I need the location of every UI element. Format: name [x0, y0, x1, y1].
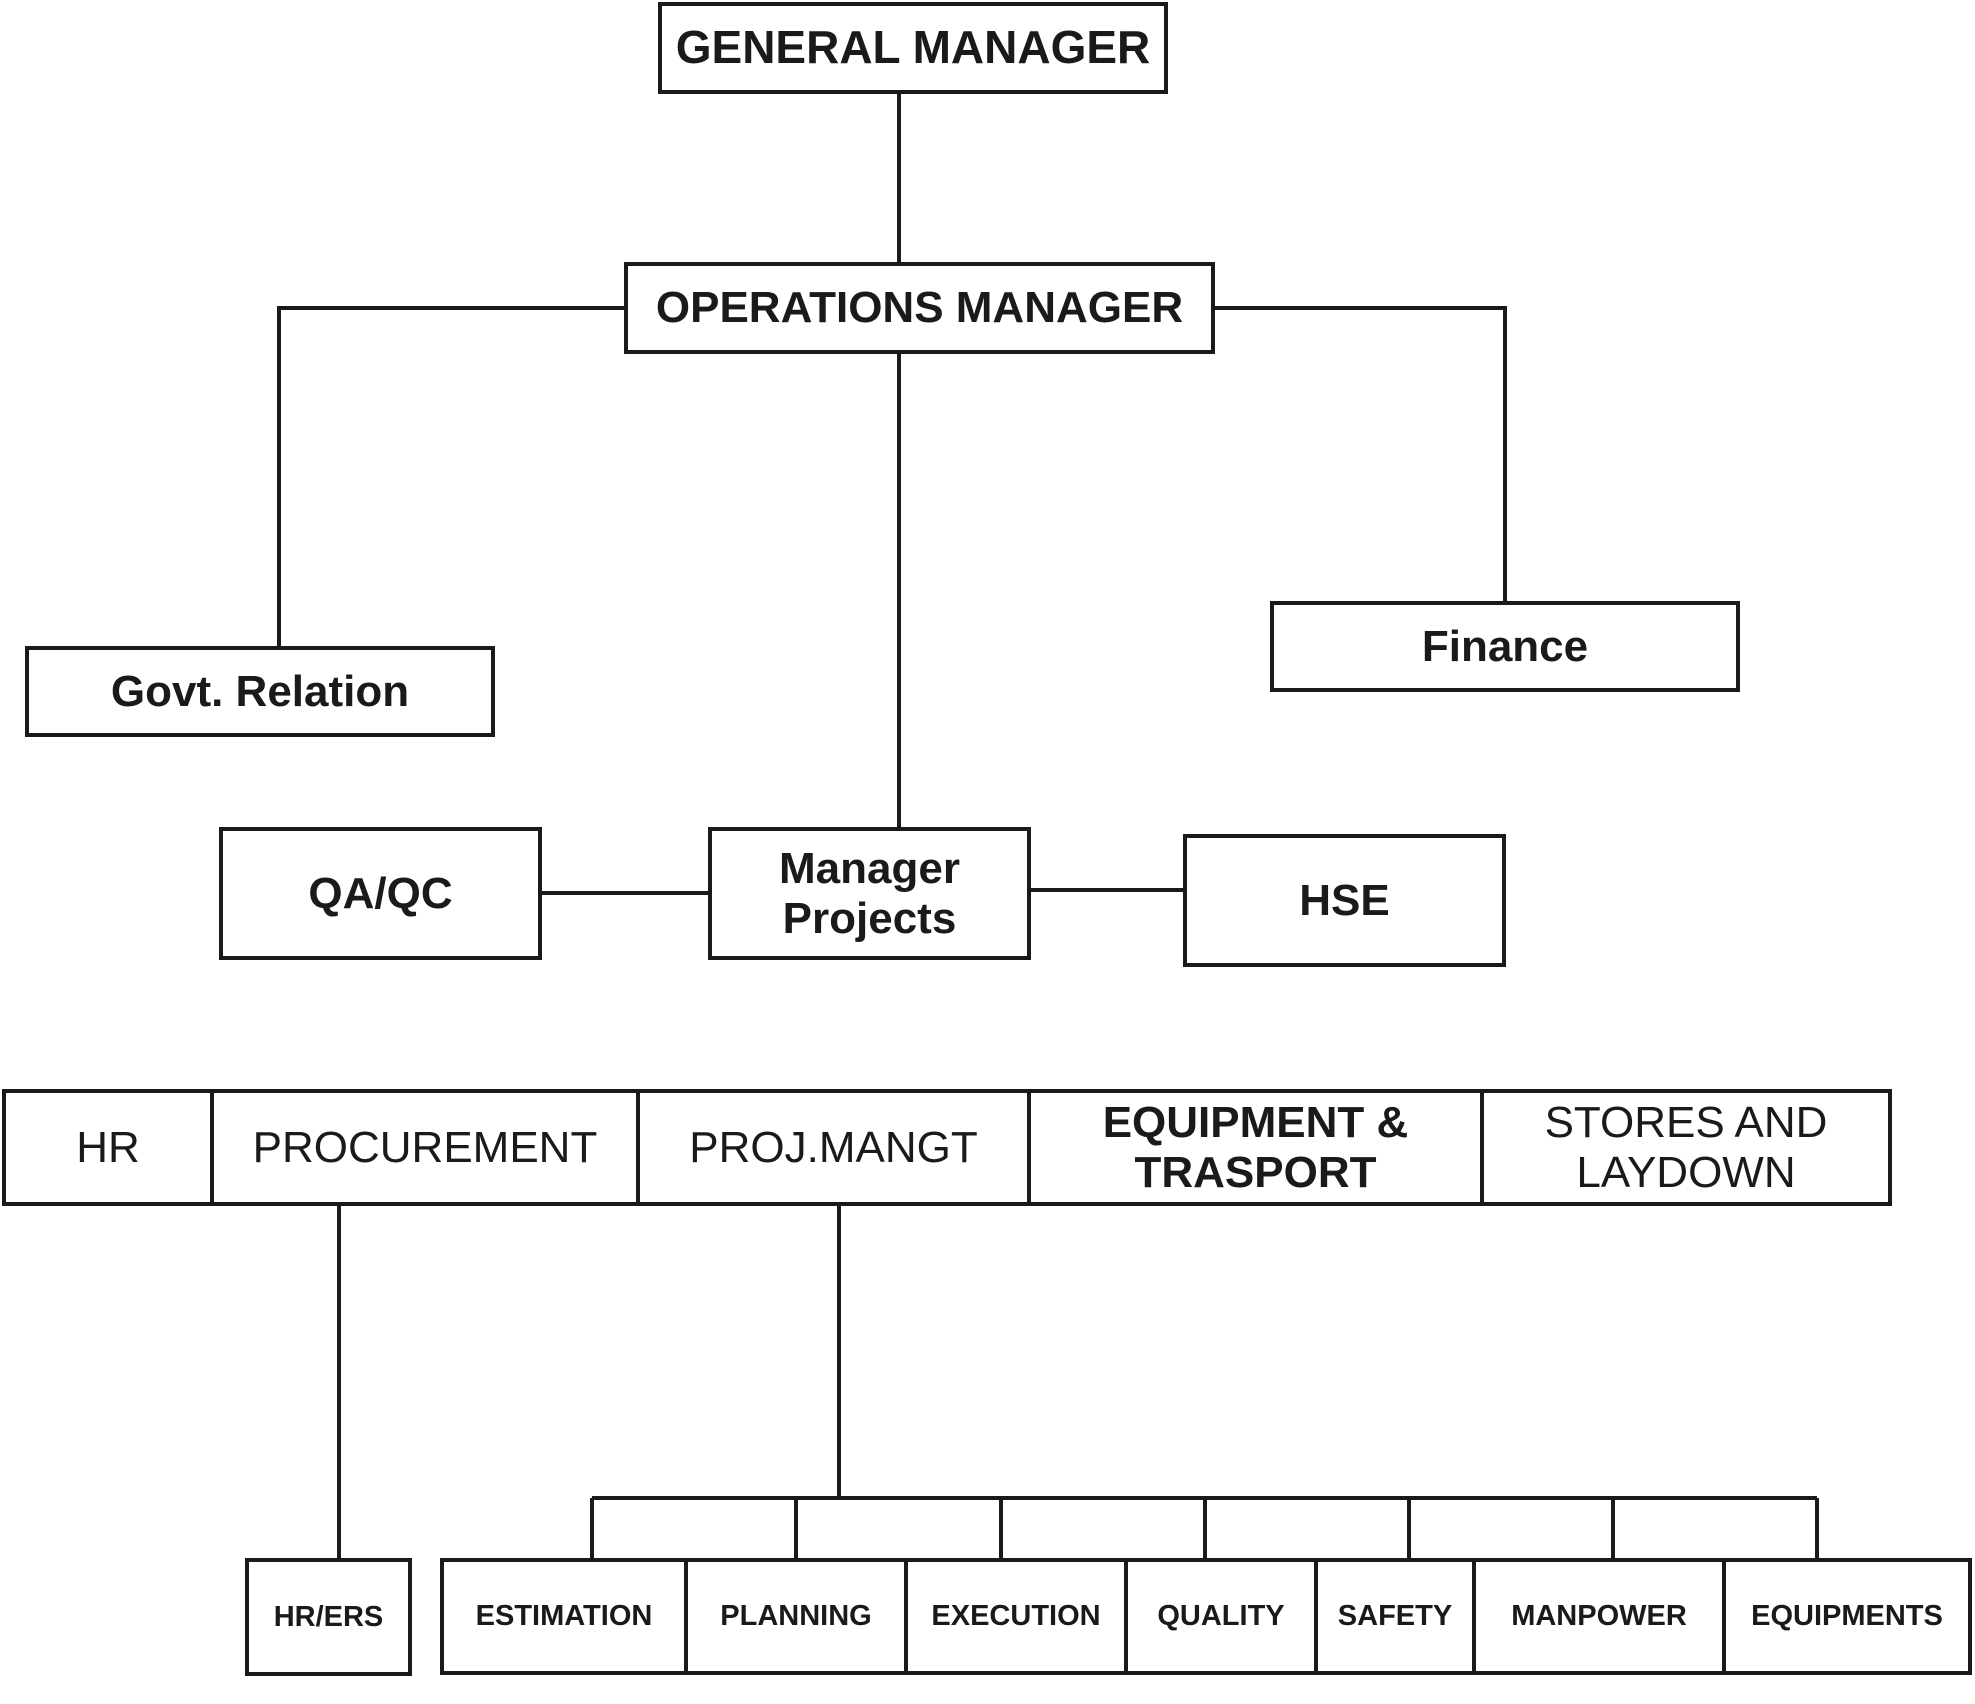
sub-unit-equipments-label: EQUIPMENTS [1751, 1600, 1943, 1633]
general-manager-label: GENERAL MANAGER [675, 21, 1151, 74]
department-procurement-box: PROCUREMENT [210, 1089, 640, 1206]
sub-unit-execution-box: EXECUTION [904, 1558, 1128, 1675]
sub-unit-safety-label: SAFETY [1337, 1600, 1453, 1633]
sub-unit-safety-box: SAFETY [1314, 1558, 1476, 1675]
hse-box: HSE [1183, 834, 1506, 967]
operations-manager-label: OPERATIONS MANAGER [655, 283, 1184, 333]
manager-projects-label-line1: Manager [779, 844, 960, 894]
sub-unit-hr-ers-label: HR/ERS [273, 1600, 384, 1633]
department-stores-label-line2: LAYDOWN [1576, 1147, 1796, 1197]
department-equipment-label-line1: EQUIPMENT & [1102, 1098, 1409, 1148]
department-stores-label-line1: STORES AND [1544, 1098, 1828, 1148]
sub-unit-planning-label: PLANNING [720, 1600, 872, 1633]
department-equipment-label-line2: TRASPORT [1134, 1147, 1377, 1197]
sub-unit-equipments-box: EQUIPMENTS [1722, 1558, 1972, 1675]
connector-ops-to-finance [1215, 306, 1507, 601]
qa-qc-box: QA/QC [219, 827, 542, 960]
department-hr-label: HR [76, 1122, 140, 1172]
department-equipment-transport-box: EQUIPMENT & TRASPORT [1027, 1089, 1484, 1206]
department-proj-mangt-label: PROJ.MANGT [689, 1122, 978, 1172]
department-hr-box: HR [2, 1089, 214, 1206]
govt-relation-box: Govt. Relation [25, 646, 495, 737]
general-manager-box: GENERAL MANAGER [658, 2, 1168, 94]
sub-unit-quality-box: QUALITY [1124, 1558, 1318, 1675]
sub-unit-planning-box: PLANNING [684, 1558, 908, 1675]
sub-unit-quality-label: QUALITY [1157, 1600, 1285, 1633]
department-proj-mangt-box: PROJ.MANGT [636, 1089, 1031, 1206]
sub-unit-execution-label: EXECUTION [931, 1600, 1101, 1633]
hse-label: HSE [1299, 875, 1390, 925]
qa-qc-label: QA/QC [308, 868, 453, 918]
finance-box: Finance [1270, 601, 1740, 692]
sub-unit-manpower-box: MANPOWER [1472, 1558, 1726, 1675]
sub-unit-estimation-box: ESTIMATION [440, 1558, 688, 1675]
department-procurement-label: PROCUREMENT [252, 1122, 598, 1172]
operations-manager-box: OPERATIONS MANAGER [624, 262, 1215, 354]
sub-unit-hr-ers-box: HR/ERS [245, 1558, 412, 1676]
sub-unit-estimation-label: ESTIMATION [475, 1600, 653, 1633]
finance-label: Finance [1421, 621, 1589, 671]
department-stores-laydown-box: STORES AND LAYDOWN [1480, 1089, 1892, 1206]
manager-projects-label-line2: Projects [782, 893, 957, 943]
sub-unit-manpower-label: MANPOWER [1511, 1600, 1687, 1633]
manager-projects-box: Manager Projects [708, 827, 1031, 960]
connector-ops-to-govt [277, 306, 624, 648]
govt-relation-label: Govt. Relation [110, 666, 410, 716]
